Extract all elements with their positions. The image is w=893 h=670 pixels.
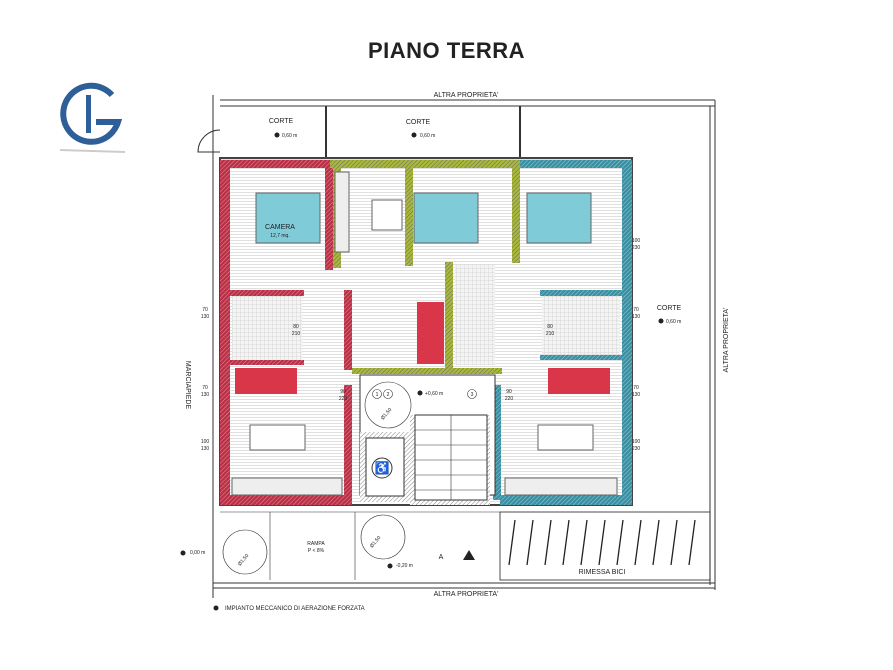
svg-text:100: 100: [201, 439, 210, 445]
svg-text:70: 70: [202, 385, 208, 391]
svg-text:+0,60 m: +0,60 m: [425, 391, 443, 397]
svg-text:130: 130: [632, 392, 641, 398]
svg-text:70: 70: [633, 385, 639, 391]
svg-text:230: 230: [632, 245, 641, 251]
label-rampa: RAMPA: [307, 541, 325, 547]
svg-text:-0,20 m: -0,20 m: [396, 563, 413, 569]
label-sidewalk: MARCIAPIEDE: [184, 361, 191, 410]
bathroom-unit-3: [542, 296, 620, 354]
svg-text:0,60 m: 0,60 m: [282, 133, 297, 139]
unit-3-walls: [493, 160, 632, 505]
svg-text:210: 210: [546, 331, 555, 337]
ventilation-icon: [213, 605, 219, 611]
svg-text:90: 90: [340, 389, 346, 395]
unit-1-walls: [220, 160, 352, 505]
opening-dimensions: 70 130 70 130 100 130 100 230 70 130 70 …: [201, 238, 641, 452]
svg-text:90: 90: [506, 389, 512, 395]
label-rampa-slope: P < 8%: [308, 548, 325, 554]
unit-numbers: 1 2 3: [372, 389, 477, 399]
svg-text:80: 80: [547, 324, 553, 330]
svg-text:80: 80: [293, 324, 299, 330]
level-markers: 0,60 m 0,60 m 0,60 m +0,60 m 0,00 m -0,2…: [190, 133, 681, 569]
label-section-a: A: [439, 554, 444, 561]
svg-text:100: 100: [632, 439, 641, 445]
svg-text:130: 130: [632, 314, 641, 320]
label-diameter-3: Ø1,50: [369, 535, 382, 549]
svg-text:130: 130: [201, 314, 210, 320]
dining-tables: [249, 199, 594, 451]
svg-text:0,00 m: 0,00 m: [190, 550, 205, 556]
svg-text:70: 70: [633, 307, 639, 313]
bathroom-unit-1: [232, 296, 302, 360]
label-corte-right: CORTE: [657, 305, 682, 312]
label-camera: CAMERA: [265, 224, 295, 231]
svg-text:130: 130: [201, 392, 210, 398]
bike-storage: [499, 511, 711, 581]
svg-text:230: 230: [632, 446, 641, 452]
label-rimessa-bici: RIMESSA BICI: [579, 569, 626, 576]
label-right-boundary: ALTRA PROPRIETA': [723, 308, 730, 373]
legend-ventilation: IMPIANTO MECCANICO DI AERAZIONE FORZATA: [225, 606, 365, 612]
svg-text:220: 220: [339, 396, 348, 402]
svg-text:100: 100: [632, 238, 641, 244]
svg-text:0,60 m: 0,60 m: [420, 133, 435, 139]
site-boundaries: [197, 95, 716, 598]
svg-text:220: 220: [505, 396, 514, 402]
svg-text:♿: ♿: [375, 461, 390, 475]
bathroom-unit-2: [455, 265, 495, 365]
svg-text:1: 1: [376, 392, 379, 398]
label-diameter-2: Ø1,50: [237, 553, 250, 567]
svg-text:70: 70: [202, 307, 208, 313]
label-top-boundary: ALTRA PROPRIETA': [434, 92, 499, 99]
wheelchair-lift-icon: [371, 457, 393, 479]
label-corte-left: CORTE: [269, 118, 294, 125]
ramp-area: [220, 511, 500, 580]
page-title: PIANO TERRA: [367, 38, 526, 63]
label-bottom-boundary: ALTRA PROPRIETA': [434, 591, 499, 598]
company-logo: [59, 82, 126, 153]
svg-text:2: 2: [387, 392, 390, 398]
beds: [255, 192, 592, 244]
level-marker-icons: [180, 132, 664, 569]
label-camera-area: 12,7 mq.: [270, 233, 289, 239]
svg-text:210: 210: [292, 331, 301, 337]
svg-text:3: 3: [471, 392, 474, 398]
kitchens: [231, 171, 618, 496]
svg-text:0,60 m: 0,60 m: [666, 319, 681, 325]
svg-text:130: 130: [201, 446, 210, 452]
label-corte-center: CORTE: [406, 119, 431, 126]
sofas: [235, 302, 610, 394]
section-arrow-icon: [463, 550, 475, 560]
